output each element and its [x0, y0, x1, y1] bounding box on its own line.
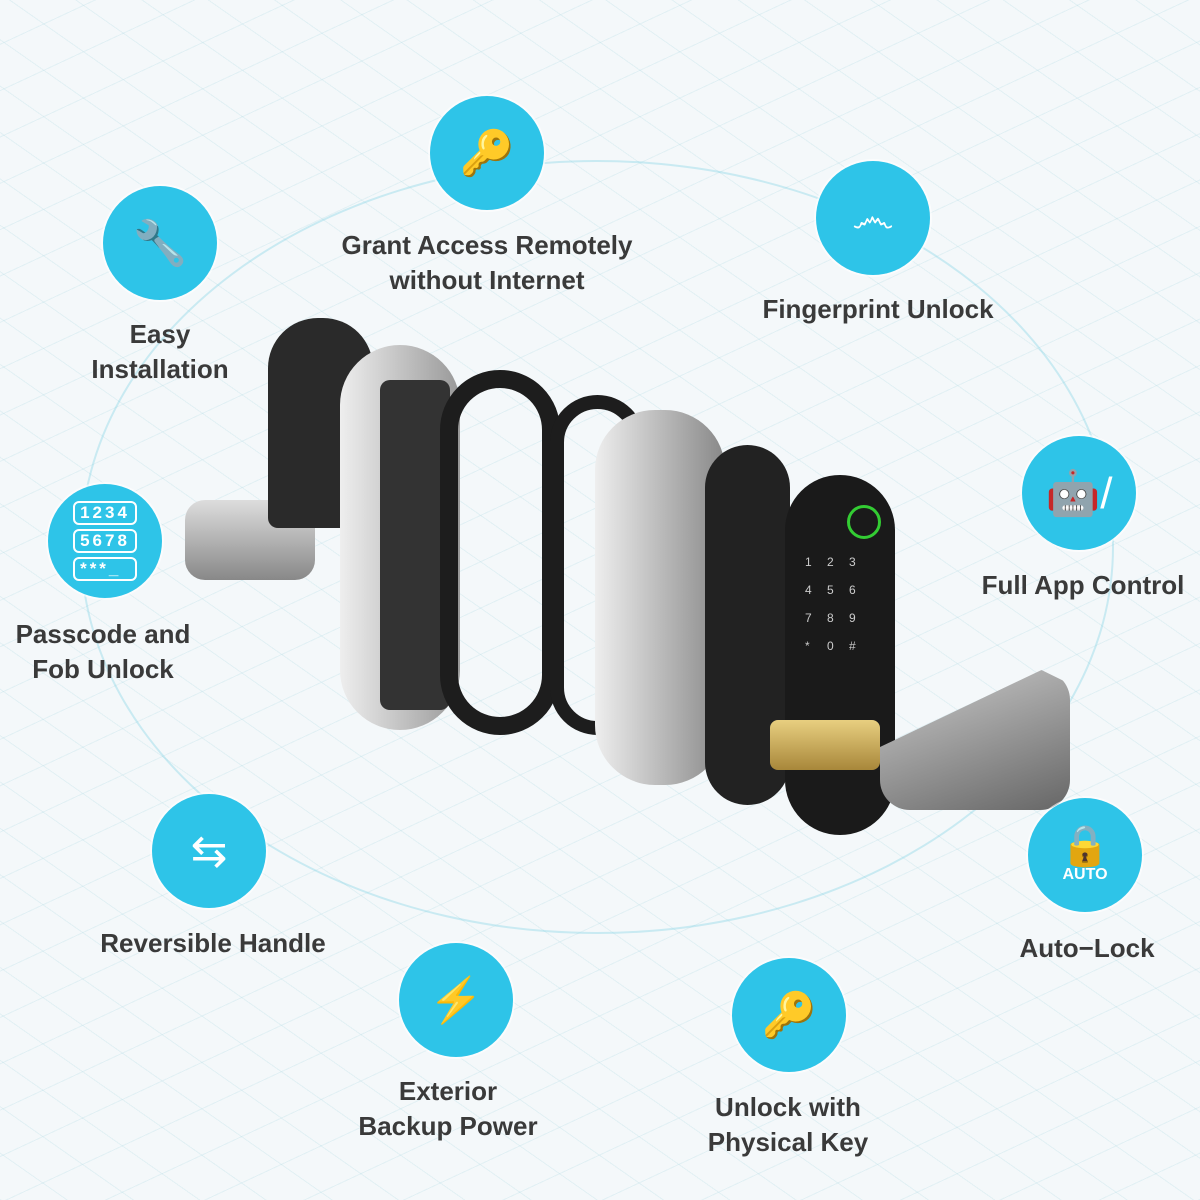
label-line: Reversible Handle — [100, 928, 326, 958]
device-key: 9 — [849, 611, 856, 625]
reversible-handle-icon: ⇆ — [152, 794, 266, 908]
fingerprint-sensor — [847, 505, 881, 539]
exterior-housing — [595, 410, 725, 785]
label-line: Passcode and — [15, 619, 191, 649]
padlock-glyph: 🔒 — [1060, 824, 1110, 868]
device-key: 7 — [805, 611, 812, 625]
interior-board — [380, 380, 450, 710]
power-bank-icon: ⚡ — [399, 943, 513, 1057]
label-line: Physical Key — [707, 1127, 869, 1157]
device-key: 4 — [805, 583, 812, 597]
device-key: # — [849, 639, 856, 653]
label-line: without Internet — [389, 265, 585, 295]
label-line: Backup Power — [358, 1111, 538, 1141]
android-apple-icon: 🤖/ — [1022, 436, 1136, 550]
label-line: Fingerprint Unlock — [762, 294, 994, 324]
device-key: 0 — [827, 639, 834, 653]
label-line: Exterior — [398, 1076, 498, 1106]
keypad-row: ***_ — [73, 557, 137, 581]
device-key: 3 — [849, 555, 856, 569]
device-key: 2 — [827, 555, 834, 569]
feature-label-fingerprint: Fingerprint Unlock — [762, 292, 993, 327]
label-line: Easy — [129, 319, 191, 349]
gasket — [440, 370, 560, 735]
keys-icon: 🔑 — [732, 958, 846, 1072]
feature-label-reversible-handle: Reversible Handle — [100, 926, 325, 961]
device-key: 6 — [849, 583, 856, 597]
device-key: * — [805, 639, 810, 653]
wrench-screwdriver-icon: 🔧 — [103, 186, 217, 300]
auto-badge: AUTO — [1062, 866, 1108, 883]
device-key: 5 — [827, 583, 834, 597]
feature-label-auto-lock: Auto−Lock — [1019, 931, 1154, 966]
label-line: Auto−Lock — [1019, 933, 1155, 963]
keypad-row: 5678 — [73, 529, 137, 553]
device-keypad: 1 2 3 4 5 6 7 8 9 * 0 # — [805, 555, 871, 653]
label-line: Unlock with — [715, 1092, 861, 1122]
label-line: Grant Access Remotely — [341, 230, 633, 260]
keypad-icon: 1234 5678 ***_ — [48, 484, 162, 598]
feature-label-grant-access: Grant Access Remotely without Internet — [342, 228, 633, 298]
fingerprint-icon: ෴ — [816, 161, 930, 275]
keypad-panel: 1 2 3 4 5 6 7 8 9 * 0 # — [785, 475, 895, 835]
padlock-auto-icon: 🔒AUTO — [1028, 798, 1142, 912]
label-line: Installation — [91, 354, 229, 384]
lock-cylinder — [770, 720, 880, 770]
remote-key-phone-icon: 🔑 — [430, 96, 544, 210]
label-line: Full App Control — [981, 570, 1185, 600]
feature-label-app-control: Full App Control — [982, 568, 1185, 603]
keypad-row: 1234 — [73, 501, 137, 525]
device-key: 8 — [827, 611, 834, 625]
device-key: 1 — [805, 555, 812, 569]
label-line: Fob Unlock — [32, 654, 174, 684]
